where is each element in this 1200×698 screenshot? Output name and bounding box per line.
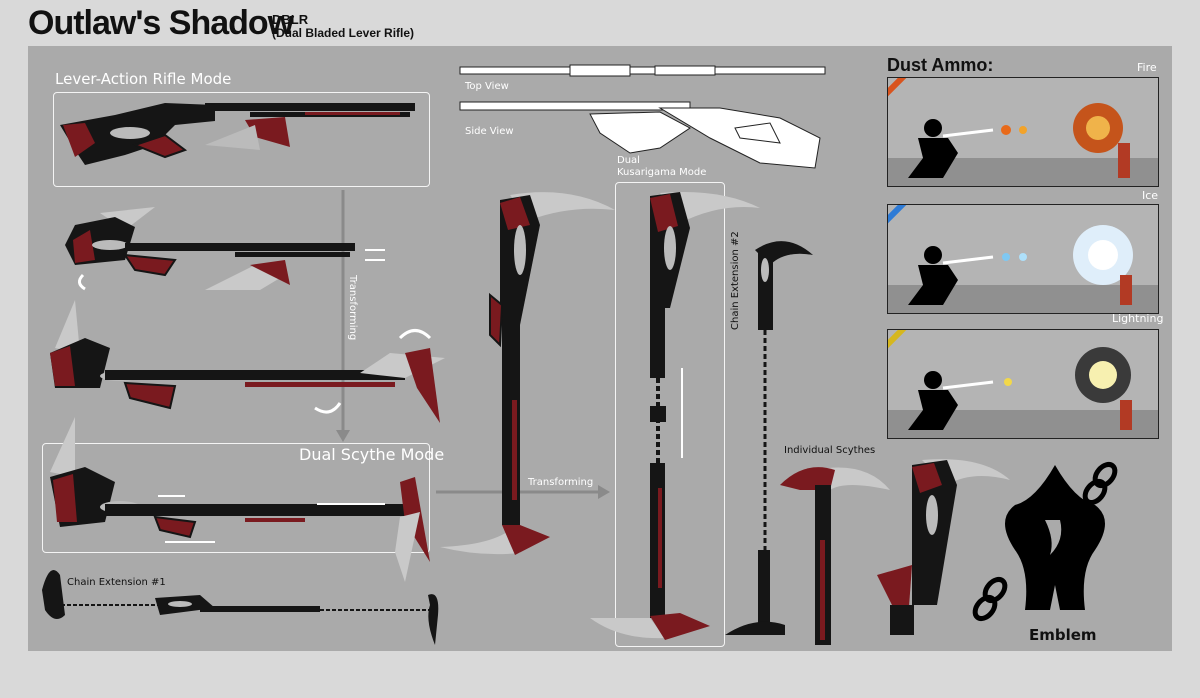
weapon-full-name: (Dual Bladed Lever Rifle) [272,26,415,40]
dust-ammo-lightning-panel [887,329,1159,439]
transforming-horizontal-label: Transforming [528,477,594,488]
individual-scythe-2 [877,459,1010,635]
transform-step-1-weapon [65,207,385,291]
chain-extension-1-weapon [42,570,439,645]
rifle-mode-label: Lever-Action Rifle Mode [55,70,232,88]
individual-scythe-1 [780,467,890,645]
dust-lightning-label: Lightning [1112,312,1164,325]
transform-step-2-weapon [50,300,445,423]
lightning-shooter-icon [908,347,1132,430]
side-view-weapon [459,101,821,169]
emblem-icon [972,461,1118,622]
dust-ice-label: Ice [1142,189,1159,202]
top-view-label: Top View [465,81,509,92]
individual-scythes-label: Individual Scythes [784,445,876,456]
kusarigama-label-line2: Kusarigama Mode [617,167,707,178]
side-view-label: Side View [465,126,514,137]
chain-extension-1-label: Chain Extension #1 [67,577,166,588]
dust-ammo-title: Dust Ammo: [887,55,994,75]
kusarigama-label-line1: Dual [617,155,640,166]
ice-shooter-icon [908,225,1133,305]
dust-fire-label: Fire [1137,61,1157,74]
scythe-mode-label: Dual Scythe Mode [299,445,445,464]
kusarigama-weapon [590,192,760,640]
dust-ammo-ice-panel [887,204,1159,314]
weapon-abbreviation: DBLR [272,12,309,27]
scythe-mode-frame [42,443,430,553]
dust-ammo-fire-panel [887,77,1159,187]
fire-shooter-icon [908,103,1130,178]
chain-extension-2-weapon [725,241,813,635]
rifle-mode-weapon [60,103,415,165]
kusarigama-mode-frame [615,182,725,647]
page-title: Outlaw's Shadow [28,4,294,42]
long-scythe-weapon [440,192,615,555]
top-view-weapon [459,64,826,77]
dual-scythe-weapon [50,417,430,582]
rifle-mode-frame [53,92,430,187]
emblem-label: Emblem [1029,626,1097,644]
